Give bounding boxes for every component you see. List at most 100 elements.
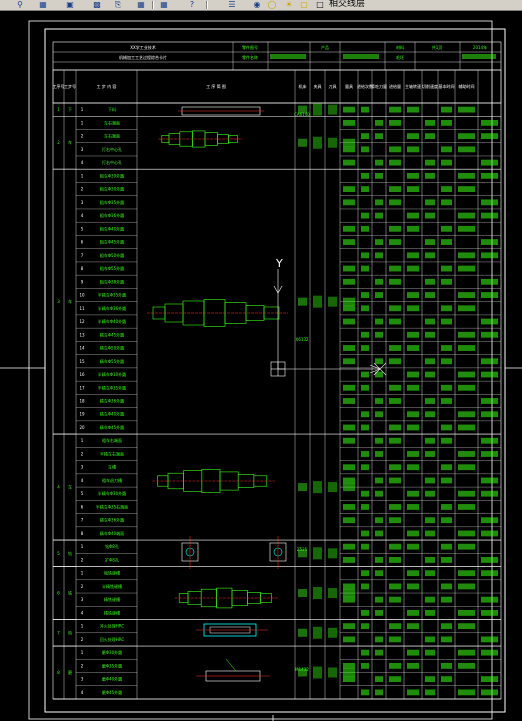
step-text: 半精车Φ36外圆 [98,305,126,311]
step-text: 半精车Φ35外圆 [98,292,126,298]
step-number: 2 [81,637,84,642]
step-number: 7 [81,253,84,258]
column-header: 夹具 [314,83,322,89]
step-number: 1 [81,571,84,576]
step-number: 4 [81,690,84,695]
column-header: 工 步 内 容 [97,83,117,89]
material-label: 材料 [396,44,404,50]
step-number: 5 [81,226,84,231]
step-number: 1 [81,438,84,443]
step-number: 1 [81,544,84,549]
ucs-axis: Y [270,257,387,377]
grid-view-icon[interactable]: ▦ [160,0,168,9]
drawing-canvas[interactable]: XX学工业技术 机械加工工艺过程综合卡片 零件图号 零件名称 产品 材料 毛坯 … [0,11,522,721]
zoom-icon[interactable]: ◉ [253,0,261,9]
grid-icon[interactable]: ▦ [39,0,47,9]
step-text: 下料 [108,106,116,112]
step-number: 2 [81,187,84,192]
folder-icon[interactable]: ▢ [300,0,308,9]
column-header: 进给次数 [357,83,373,89]
step-text: 磨Φ30外圆 [102,649,122,655]
step-number: 2 [81,451,84,456]
step-text: 车右端面 [104,119,120,125]
step-number: 13 [79,332,85,337]
step-number: 14 [79,346,85,351]
step-number: 2 [81,663,84,668]
step-number: 3 [81,200,84,205]
process-sketches: Y [147,106,387,682]
layer-name[interactable]: 相交线层 [329,0,366,9]
company-name: XX学工业技术 [130,44,155,50]
step-text: 车右端面 [104,133,120,139]
sketch-op7 [196,623,268,637]
step-number: 16 [79,372,85,377]
sketch-blank [178,106,264,116]
machine-note: X6132 [296,337,309,342]
machine-note: CA6140 [294,112,310,117]
step-text: 精车Φ36外圆 [100,517,124,523]
column-header: 进给量 [389,83,401,89]
layers-icon[interactable]: ☰ [228,0,236,9]
step-number: 17 [79,385,85,390]
save-icon[interactable]: ▩ [93,0,101,9]
step-number: 4 [81,478,84,483]
sheet-label: 共1页 [432,44,443,50]
column-header: 量具 [345,83,353,89]
part-no-label: 零件图号 [242,44,258,50]
help-icon[interactable]: ? [189,0,195,9]
op-name: 车 [68,298,72,304]
sketch-op2 [158,130,243,148]
machine-note: Z525 [297,547,308,552]
blank-label: 毛坯 [396,54,404,60]
column-header: 背吃刀量 [371,83,387,89]
table-icon[interactable]: ▦ [137,0,145,9]
step-number: 5 [81,491,84,496]
step-text: 半精车Φ30外圆 [98,371,126,377]
part-name-label: 零件名称 [242,54,258,60]
step-text: 粗车Φ50外圆 [100,252,124,258]
step-text: 精车Φ40端面 [100,530,124,536]
step-number: 3 [81,677,84,682]
step-text: 半精铣键槽 [102,583,122,589]
op-number: 2 [57,140,60,145]
color-swatch-icon[interactable]: □ [316,0,324,9]
step-number: 1 [81,120,84,125]
step-number: 2 [81,584,84,589]
step-number: 1 [81,650,84,655]
date-label: 2014年 [473,44,487,50]
column-header: 机床 [299,83,307,89]
step-number: 15 [79,359,85,364]
step-text: 车槽 [108,464,116,470]
light-icon[interactable]: ◯ [267,0,277,9]
sketch-op3 [147,299,288,327]
step-text: 打右中心孔 [102,159,122,165]
step-text: 粗铣键槽 [104,570,120,576]
step-text: 精车Φ55外圆 [100,358,124,364]
step-text: 磨Φ45外圆 [102,689,122,695]
step-text: 淬火处理HRC [100,623,125,629]
step-text: 半精车Φ40外圆 [98,318,126,324]
step-text: 粗车Φ38外圆 [100,278,124,284]
step-number: 8 [81,266,84,271]
cad-drawing-area[interactable]: XX学工业技术 机械加工工艺过程综合卡片 零件图号 零件名称 产品 材料 毛坯 … [0,11,522,721]
step-text: 粗车Φ30外圆 [100,172,124,178]
op-name: 钻 [68,550,72,556]
sun-icon[interactable]: ☀ [285,0,293,9]
op-name: 热 [68,629,72,635]
step-number: 3 [81,147,84,152]
sketch-op4 [152,468,275,493]
step-number: 3 [81,597,84,602]
op-number: 6 [57,591,60,596]
print-icon[interactable]: ⎘ [114,0,122,9]
step-number: 1 [81,173,84,178]
frame-border [44,28,506,713]
step-text: 粗车Φ36外圆 [100,212,124,218]
column-header: 工 序 简 图 [206,83,226,89]
step-number: 19 [79,412,85,417]
search-icon[interactable]: ⚲ [17,0,23,9]
properties-icon[interactable]: ▣ [66,0,74,9]
step-text: 粗车Φ35外圆 [100,199,124,205]
column-header: 主轴转速 [405,83,421,89]
step-number: 4 [81,160,84,165]
step-number: 6 [81,504,84,509]
